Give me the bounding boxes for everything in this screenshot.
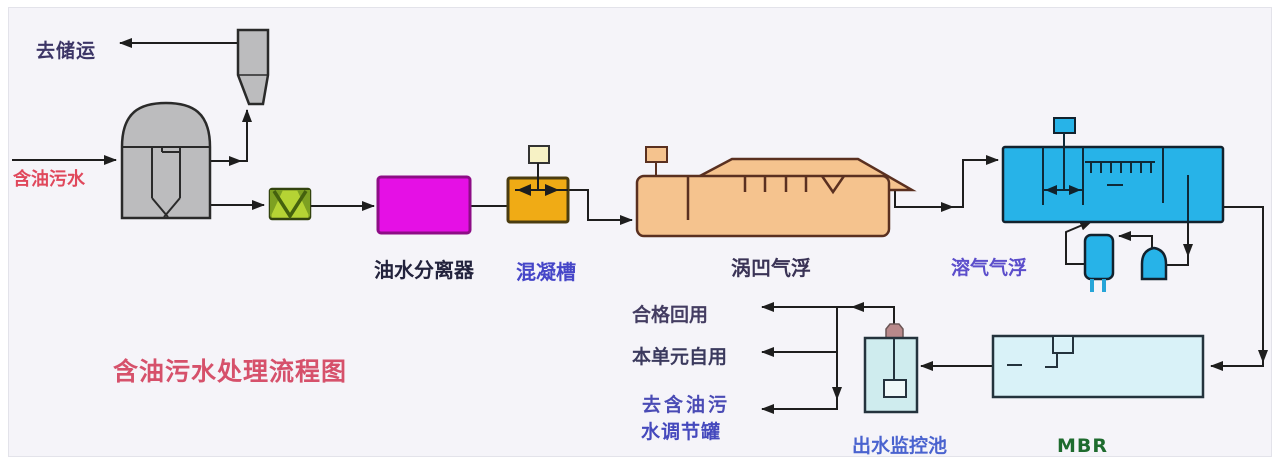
label-effluent-monitor-pool: 出水监控池 xyxy=(852,435,948,457)
label-daf-unit: 溶气气浮 xyxy=(951,257,1028,279)
monitor-pool-shape xyxy=(863,323,919,414)
coagulation-tank-shape xyxy=(506,145,570,224)
daf-motor xyxy=(1053,117,1076,134)
recycle-pump-shape xyxy=(1140,246,1168,281)
pipe-daf-out-left xyxy=(1210,361,1264,371)
oil-water-separator-shape xyxy=(376,175,472,235)
label-oil-water-separator: 油水分离器 xyxy=(374,258,474,282)
mbr-tank-shape xyxy=(991,334,1205,399)
pipe-totank-branch xyxy=(761,399,838,414)
coagulation-motor xyxy=(528,145,550,164)
dome-tank-shape xyxy=(120,101,212,220)
daf-unit-shape xyxy=(1001,117,1225,224)
label-mbr: MBR xyxy=(1057,435,1109,457)
pool-cap xyxy=(885,323,904,339)
label-unit-self-use: 本单元自用 xyxy=(632,346,728,368)
pipe-pool-up xyxy=(851,302,895,324)
mixer-blade-left xyxy=(517,184,531,196)
pipe-tank-to-hopper-2 xyxy=(241,109,252,162)
sludge-hopper-shape xyxy=(236,28,270,106)
saturator-vessel-shape xyxy=(1083,233,1115,292)
label-qualified-reuse: 合格回用 xyxy=(632,304,709,326)
daf-mixer-blade-right xyxy=(1069,185,1081,195)
label-to-storage: 去储运 xyxy=(36,40,97,62)
pipe-coag-to-caf xyxy=(568,189,633,225)
label-coagulation-tank: 混凝槽 xyxy=(516,260,576,284)
diagram-title: 含油污水处理流程图 xyxy=(113,357,348,386)
strainer-valve-shape xyxy=(268,187,312,221)
label-caf-unit: 涡凹气浮 xyxy=(731,256,811,280)
pool-sensor xyxy=(883,379,907,398)
daf-mixer-blade-left xyxy=(1045,185,1057,195)
mixer-blade-right xyxy=(545,184,559,196)
pipe-pump-to-vessel xyxy=(1118,231,1153,248)
caf-motor xyxy=(645,146,668,163)
pipe-daf-out-down xyxy=(1223,206,1268,363)
mbr-notch xyxy=(1052,335,1074,354)
label-to-oily-water-line2: 水调节罐 xyxy=(641,421,722,443)
pipe-recycle-to-pump xyxy=(1166,256,1189,266)
pipe-caf-out-2 xyxy=(953,155,999,208)
label-to-oily-water-line1: 去含油污 xyxy=(642,394,731,416)
pipe-vessel-to-daf xyxy=(1065,220,1093,265)
pipe-caf-out-1 xyxy=(894,191,954,212)
label-feed-stream: 含油污水 xyxy=(13,169,85,190)
flow-arrows xyxy=(12,38,1268,414)
caf-unit-shape xyxy=(635,146,917,238)
